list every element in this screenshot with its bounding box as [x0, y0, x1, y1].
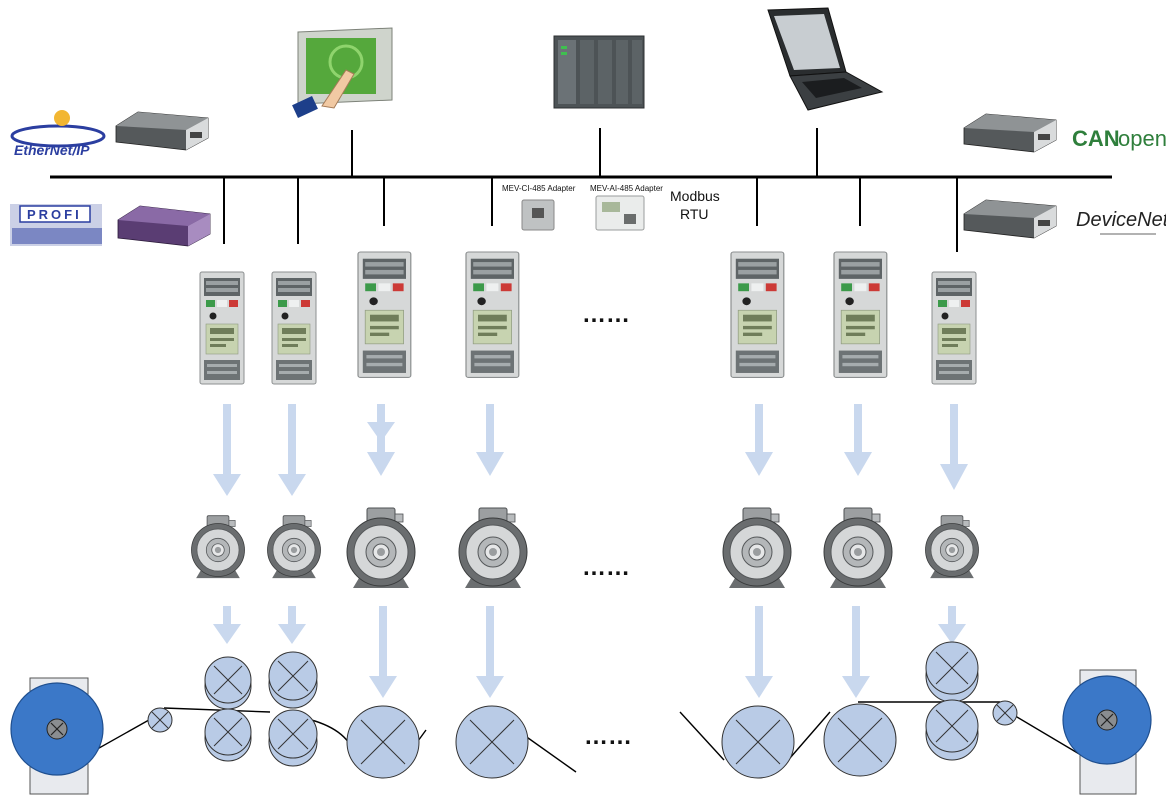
- arrow-motor-roller-2: [278, 606, 306, 644]
- drive-1: [199, 271, 245, 385]
- devicenet-logo: DeviceNet: [1076, 209, 1166, 235]
- ellipsis-motors: ……: [582, 554, 630, 581]
- pinch-rollers-1: [204, 656, 252, 762]
- motor-5: [722, 507, 792, 589]
- ellipsis-drives: ……: [582, 301, 630, 328]
- drive-6: [833, 251, 888, 379]
- open-label: open: [1118, 126, 1166, 151]
- ethernet-ip-label: EtherNet/IP: [14, 142, 90, 158]
- drive-3: [357, 251, 412, 379]
- laptop-icon: [767, 7, 884, 111]
- devicenet-label: DeviceNet: [1076, 209, 1166, 231]
- arrow-drive-motor-3: [367, 404, 395, 476]
- arrow-motor-roller-4: [476, 606, 504, 698]
- ai485-label: MEV-AI-485 Adapter: [590, 184, 663, 193]
- profibus-module: [117, 205, 211, 247]
- arrow-drive-motor-7: [940, 404, 968, 490]
- arrow-drive-motor-1: [213, 404, 241, 496]
- motor-2: [267, 515, 321, 579]
- drive-7: [931, 271, 977, 385]
- large-roller-3: [346, 705, 420, 779]
- pinch-rollers-7: [925, 641, 979, 761]
- ellipsis-rollers: ……: [584, 723, 632, 750]
- profi-label: PROFI: [27, 207, 82, 222]
- arrow-drive-motor-2: [278, 404, 306, 496]
- idler-roller-left: [147, 707, 173, 733]
- can-label: CAN: [1072, 126, 1120, 151]
- plc-rack-icon: [553, 35, 645, 109]
- mev-ai-485-adapter: MEV-AI-485 Adapter: [590, 184, 663, 231]
- drive-5: [730, 251, 785, 379]
- ci485-label: MEV-CI-485 Adapter: [502, 184, 576, 193]
- arrow-drive-motor-6: [844, 404, 872, 476]
- svg-text:Modbus: Modbus: [670, 188, 720, 204]
- ethernet-ip-module: [115, 111, 209, 151]
- devicenet-module: [963, 199, 1057, 239]
- drive-4: [465, 251, 520, 379]
- arrow-motor-roller-1: [213, 606, 241, 644]
- pinch-rollers-2: [268, 651, 318, 767]
- rewind-coil: [1062, 669, 1152, 795]
- arrow-drive-motor-5: [745, 404, 773, 476]
- arrow-motor-roller-5: [745, 606, 773, 698]
- mev-ci-485-adapter: MEV-CI-485 Adapter: [502, 184, 576, 231]
- unwind-coil: [10, 677, 104, 795]
- modbus-rtu-label: Modbus RTU: [670, 188, 720, 222]
- motor-4: [458, 507, 528, 589]
- ethernet-ip-logo: EtherNet/IP: [10, 110, 106, 158]
- large-roller-6: [823, 703, 897, 777]
- drive-2: [271, 271, 317, 385]
- motor-1: [191, 515, 245, 579]
- arrow-drive-motor-4: [476, 404, 504, 476]
- canopen-logo: CAN open: [1072, 126, 1166, 151]
- large-roller-4: [455, 705, 529, 779]
- hmi-touch-panel-icon: [292, 27, 393, 118]
- motor-7: [925, 515, 979, 579]
- large-roller-5: [721, 705, 795, 779]
- arrow-motor-roller-6: [842, 606, 870, 698]
- svg-text:RTU: RTU: [680, 206, 709, 222]
- canopen-module: [963, 113, 1057, 153]
- motor-3: [346, 507, 416, 589]
- idler-roller-right: [992, 700, 1018, 726]
- arrow-motor-roller-3: [369, 606, 397, 698]
- motor-6: [823, 507, 893, 589]
- arrow-motor-roller-7: [938, 606, 966, 644]
- profibus-logo: PROFI: [10, 204, 102, 246]
